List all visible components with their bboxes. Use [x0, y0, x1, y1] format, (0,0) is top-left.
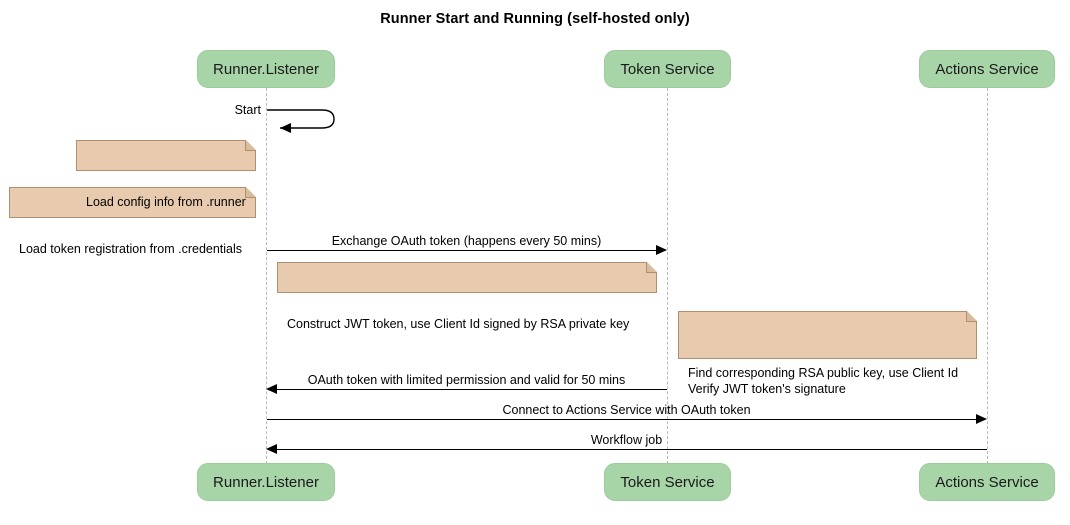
note-verify-jwt: Find corresponding RSA public key, use C… — [678, 311, 977, 396]
arrow-head-right-icon — [976, 414, 987, 424]
message-start-self-loop — [262, 104, 342, 134]
participant-label: Token Service — [620, 473, 715, 491]
lifeline-actions — [987, 88, 988, 464]
note-load-config: Load config info from .runner — [76, 140, 256, 209]
participant-runner-bottom[interactable]: Runner.Listener — [197, 463, 335, 501]
arrow-head-left-icon — [266, 444, 277, 454]
participant-actions-bottom[interactable]: Actions Service — [919, 463, 1055, 501]
message-label-start: Start — [234, 103, 261, 117]
message-line-connect-actions — [267, 419, 981, 420]
note-fold-icon — [245, 140, 256, 151]
note-text: Load token registration from .credential… — [19, 242, 243, 256]
note-fold-icon — [966, 311, 977, 322]
participant-actions-top[interactable]: Actions Service — [919, 50, 1055, 88]
message-line-oauth-return — [273, 389, 667, 390]
participant-label: Token Service — [620, 60, 715, 78]
message-label-oauth-return: OAuth token with limited permission and … — [307, 373, 626, 387]
participant-label: Actions Service — [935, 60, 1039, 78]
message-label-exchange-oauth: Exchange OAuth token (happens every 50 m… — [331, 234, 602, 248]
participant-token-top[interactable]: Token Service — [604, 50, 731, 88]
participant-label: Runner.Listener — [213, 473, 319, 491]
participant-label: Runner.Listener — [213, 60, 319, 78]
message-label-workflow-job: Workflow job — [590, 433, 663, 447]
participant-runner-top[interactable]: Runner.Listener — [197, 50, 335, 88]
page-title: Runner Start and Running (self-hosted on… — [380, 11, 690, 27]
lifeline-token — [667, 88, 668, 464]
note-text: Construct JWT token, use Client Id signe… — [287, 317, 630, 331]
note-text: Find corresponding RSA public key, use C… — [688, 366, 959, 396]
message-line-exchange-oauth — [267, 250, 661, 251]
note-construct-jwt: Construct JWT token, use Client Id signe… — [277, 262, 657, 331]
message-line-workflow-job — [273, 449, 987, 450]
arrow-head-left-icon — [266, 384, 277, 394]
note-fold-icon — [245, 187, 256, 198]
message-label-connect-actions: Connect to Actions Service with OAuth to… — [502, 403, 751, 417]
note-text: Load config info from .runner — [86, 195, 246, 209]
arrow-head-right-icon — [656, 245, 667, 255]
participant-token-bottom[interactable]: Token Service — [604, 463, 731, 501]
participant-label: Actions Service — [935, 473, 1039, 491]
lifeline-runner — [266, 88, 267, 464]
note-fold-icon — [646, 262, 657, 273]
note-load-token-registration: Load token registration from .credential… — [9, 187, 256, 256]
